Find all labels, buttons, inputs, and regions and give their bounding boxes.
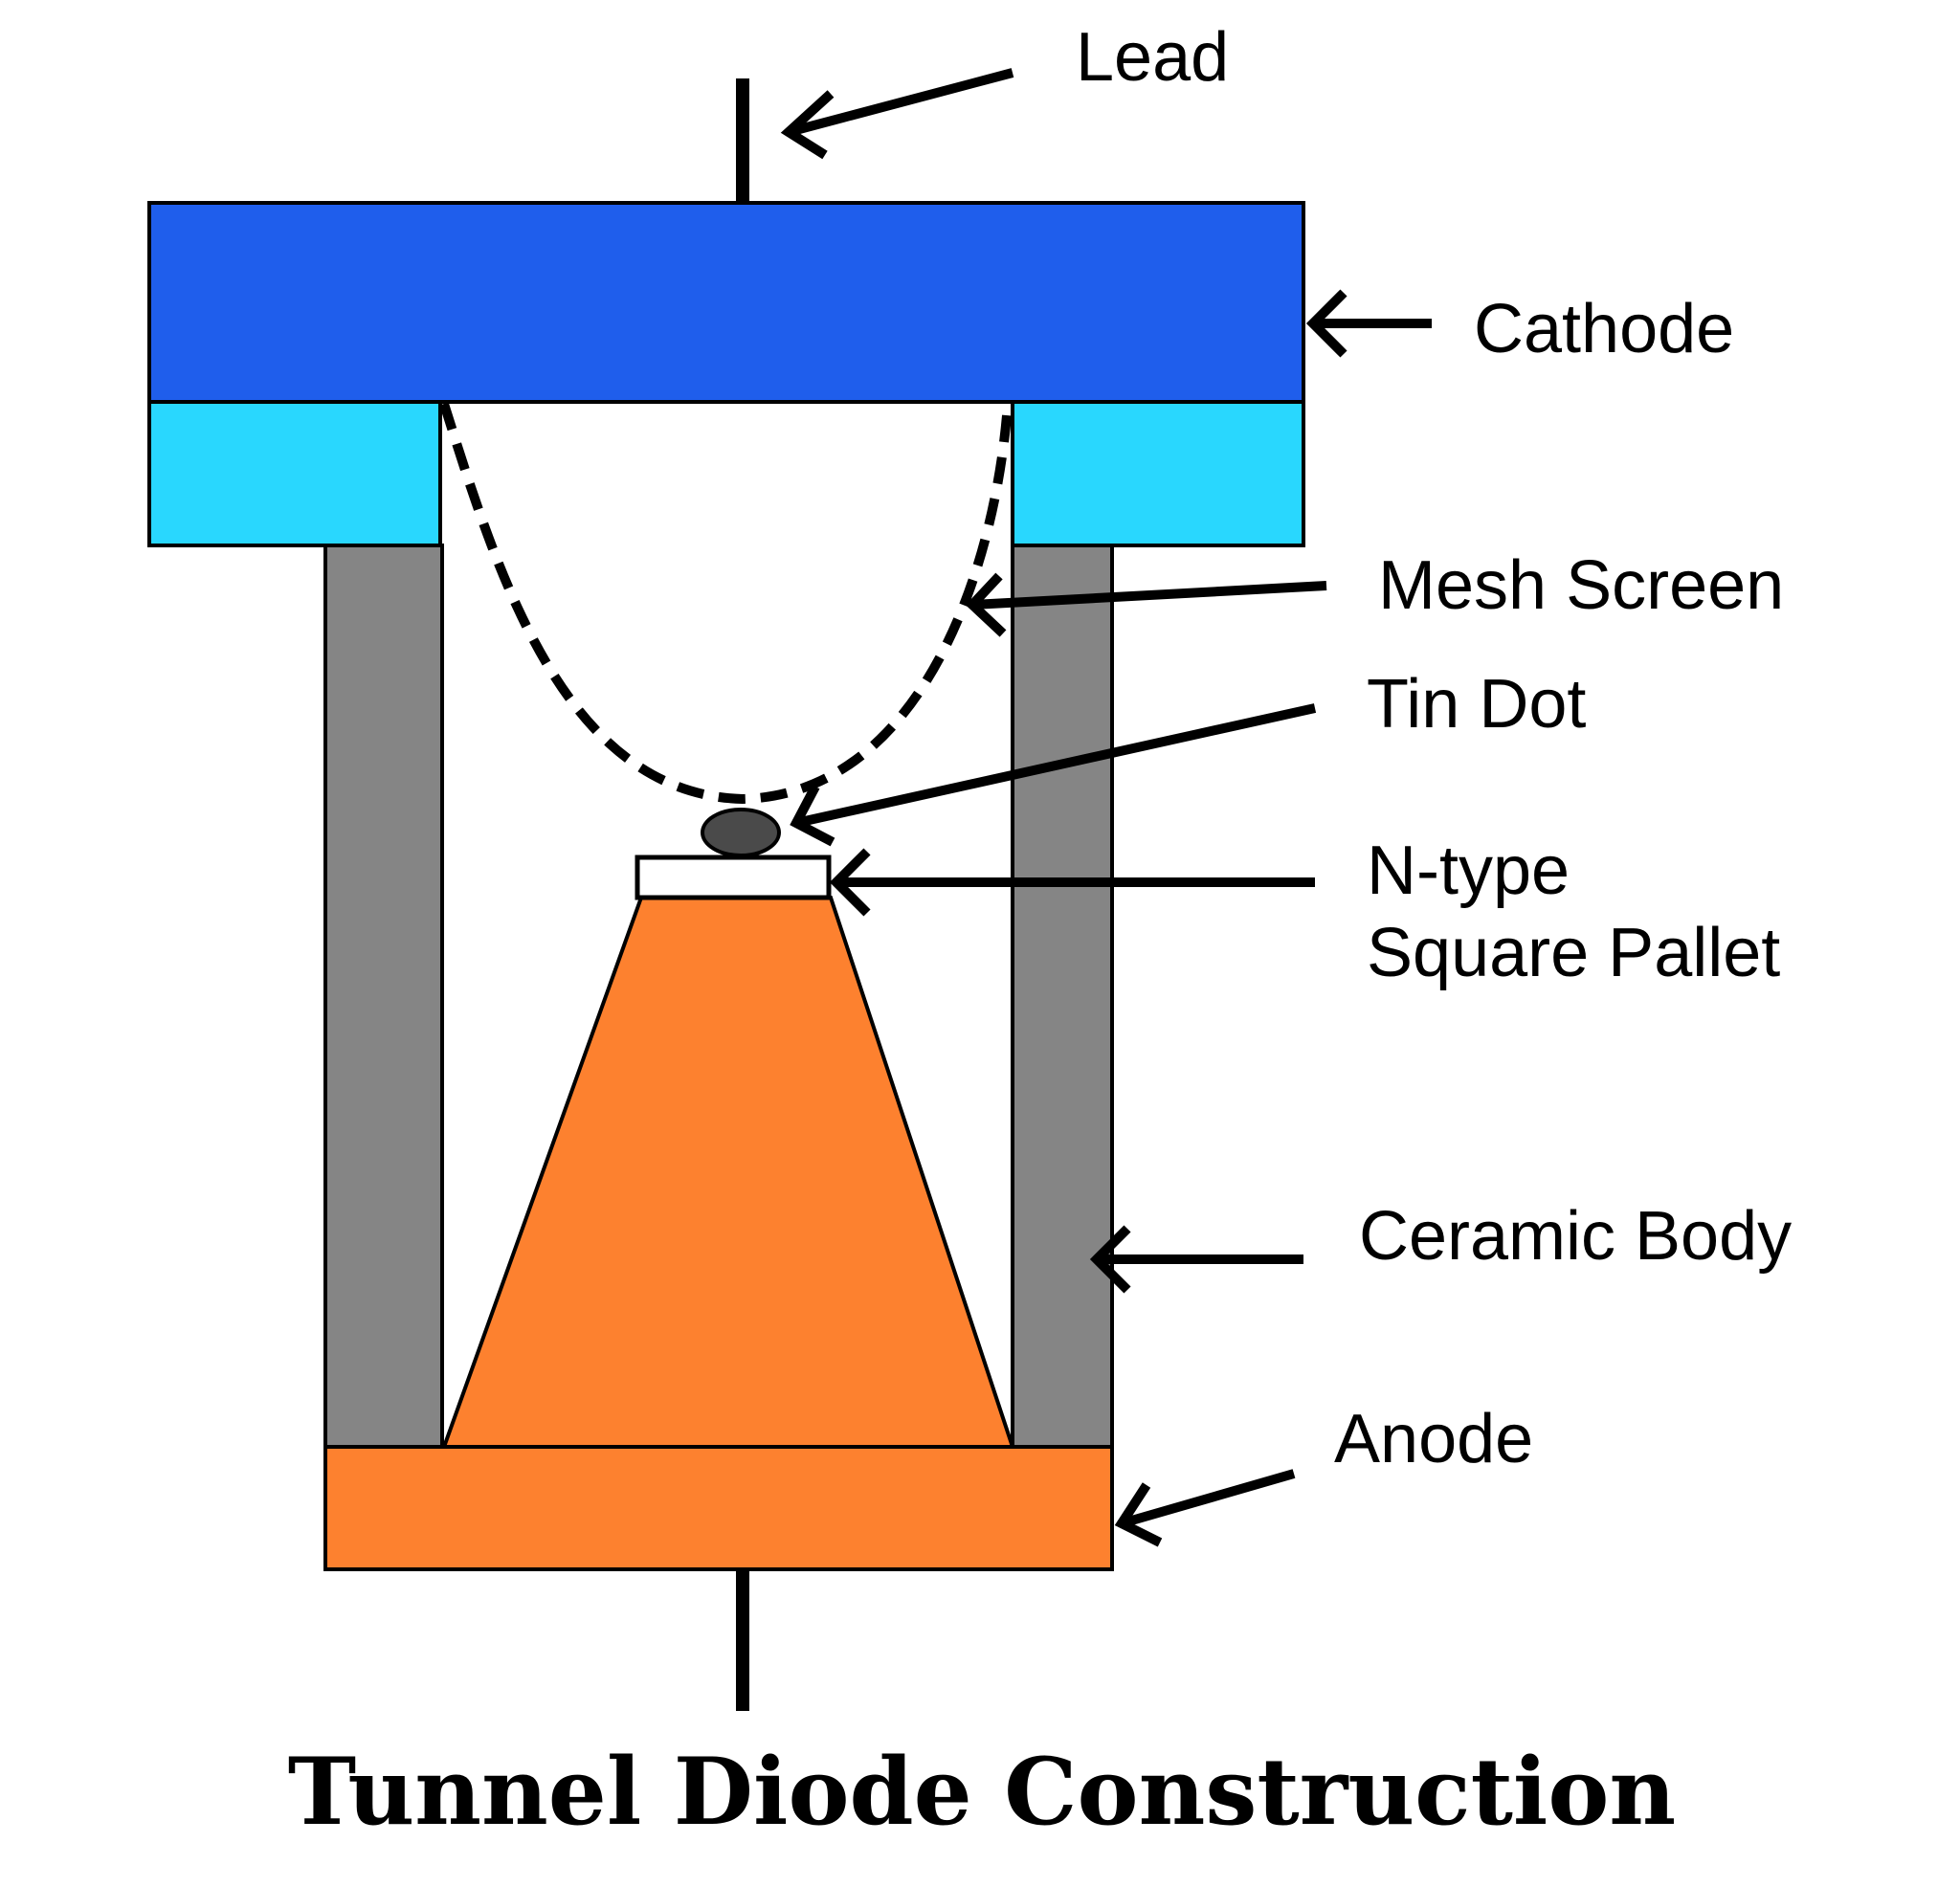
label-ceramic-body: Ceramic Body xyxy=(1359,1198,1792,1275)
n-type-square-pallet xyxy=(635,855,832,900)
label-tin-dot: Tin Dot xyxy=(1367,666,1586,743)
label-mesh-screen: Mesh Screen xyxy=(1378,547,1784,624)
cathode-block xyxy=(147,201,1305,404)
label-n-type-line1: N-type xyxy=(1367,832,1570,909)
arrow-mesh-screen xyxy=(965,572,1327,637)
ceramic-body-right-wall xyxy=(1011,544,1114,1452)
arrow-n-type-pallet xyxy=(829,848,1315,917)
arrow-lead xyxy=(780,68,1014,160)
arrow-cathode xyxy=(1305,289,1432,358)
label-anode: Anode xyxy=(1334,1401,1533,1477)
label-cathode: Cathode xyxy=(1474,291,1734,367)
mesh-screen-curve xyxy=(439,402,1013,805)
diagram-title: Tunnel Diode Construction xyxy=(288,1738,1676,1846)
anode-trapezoid xyxy=(441,896,1015,1449)
arrow-ceramic-body xyxy=(1089,1225,1303,1294)
anode-base xyxy=(323,1445,1114,1571)
cathode-support-right xyxy=(1011,400,1305,547)
cathode-support-left xyxy=(147,400,442,547)
tin-dot xyxy=(701,808,781,857)
arrow-anode xyxy=(1114,1469,1296,1547)
label-n-type-line2: Square Pallet xyxy=(1367,915,1780,991)
ceramic-body-left-wall xyxy=(323,544,444,1452)
arrow-tin-dot xyxy=(790,703,1317,847)
label-lead: Lead xyxy=(1076,19,1229,96)
